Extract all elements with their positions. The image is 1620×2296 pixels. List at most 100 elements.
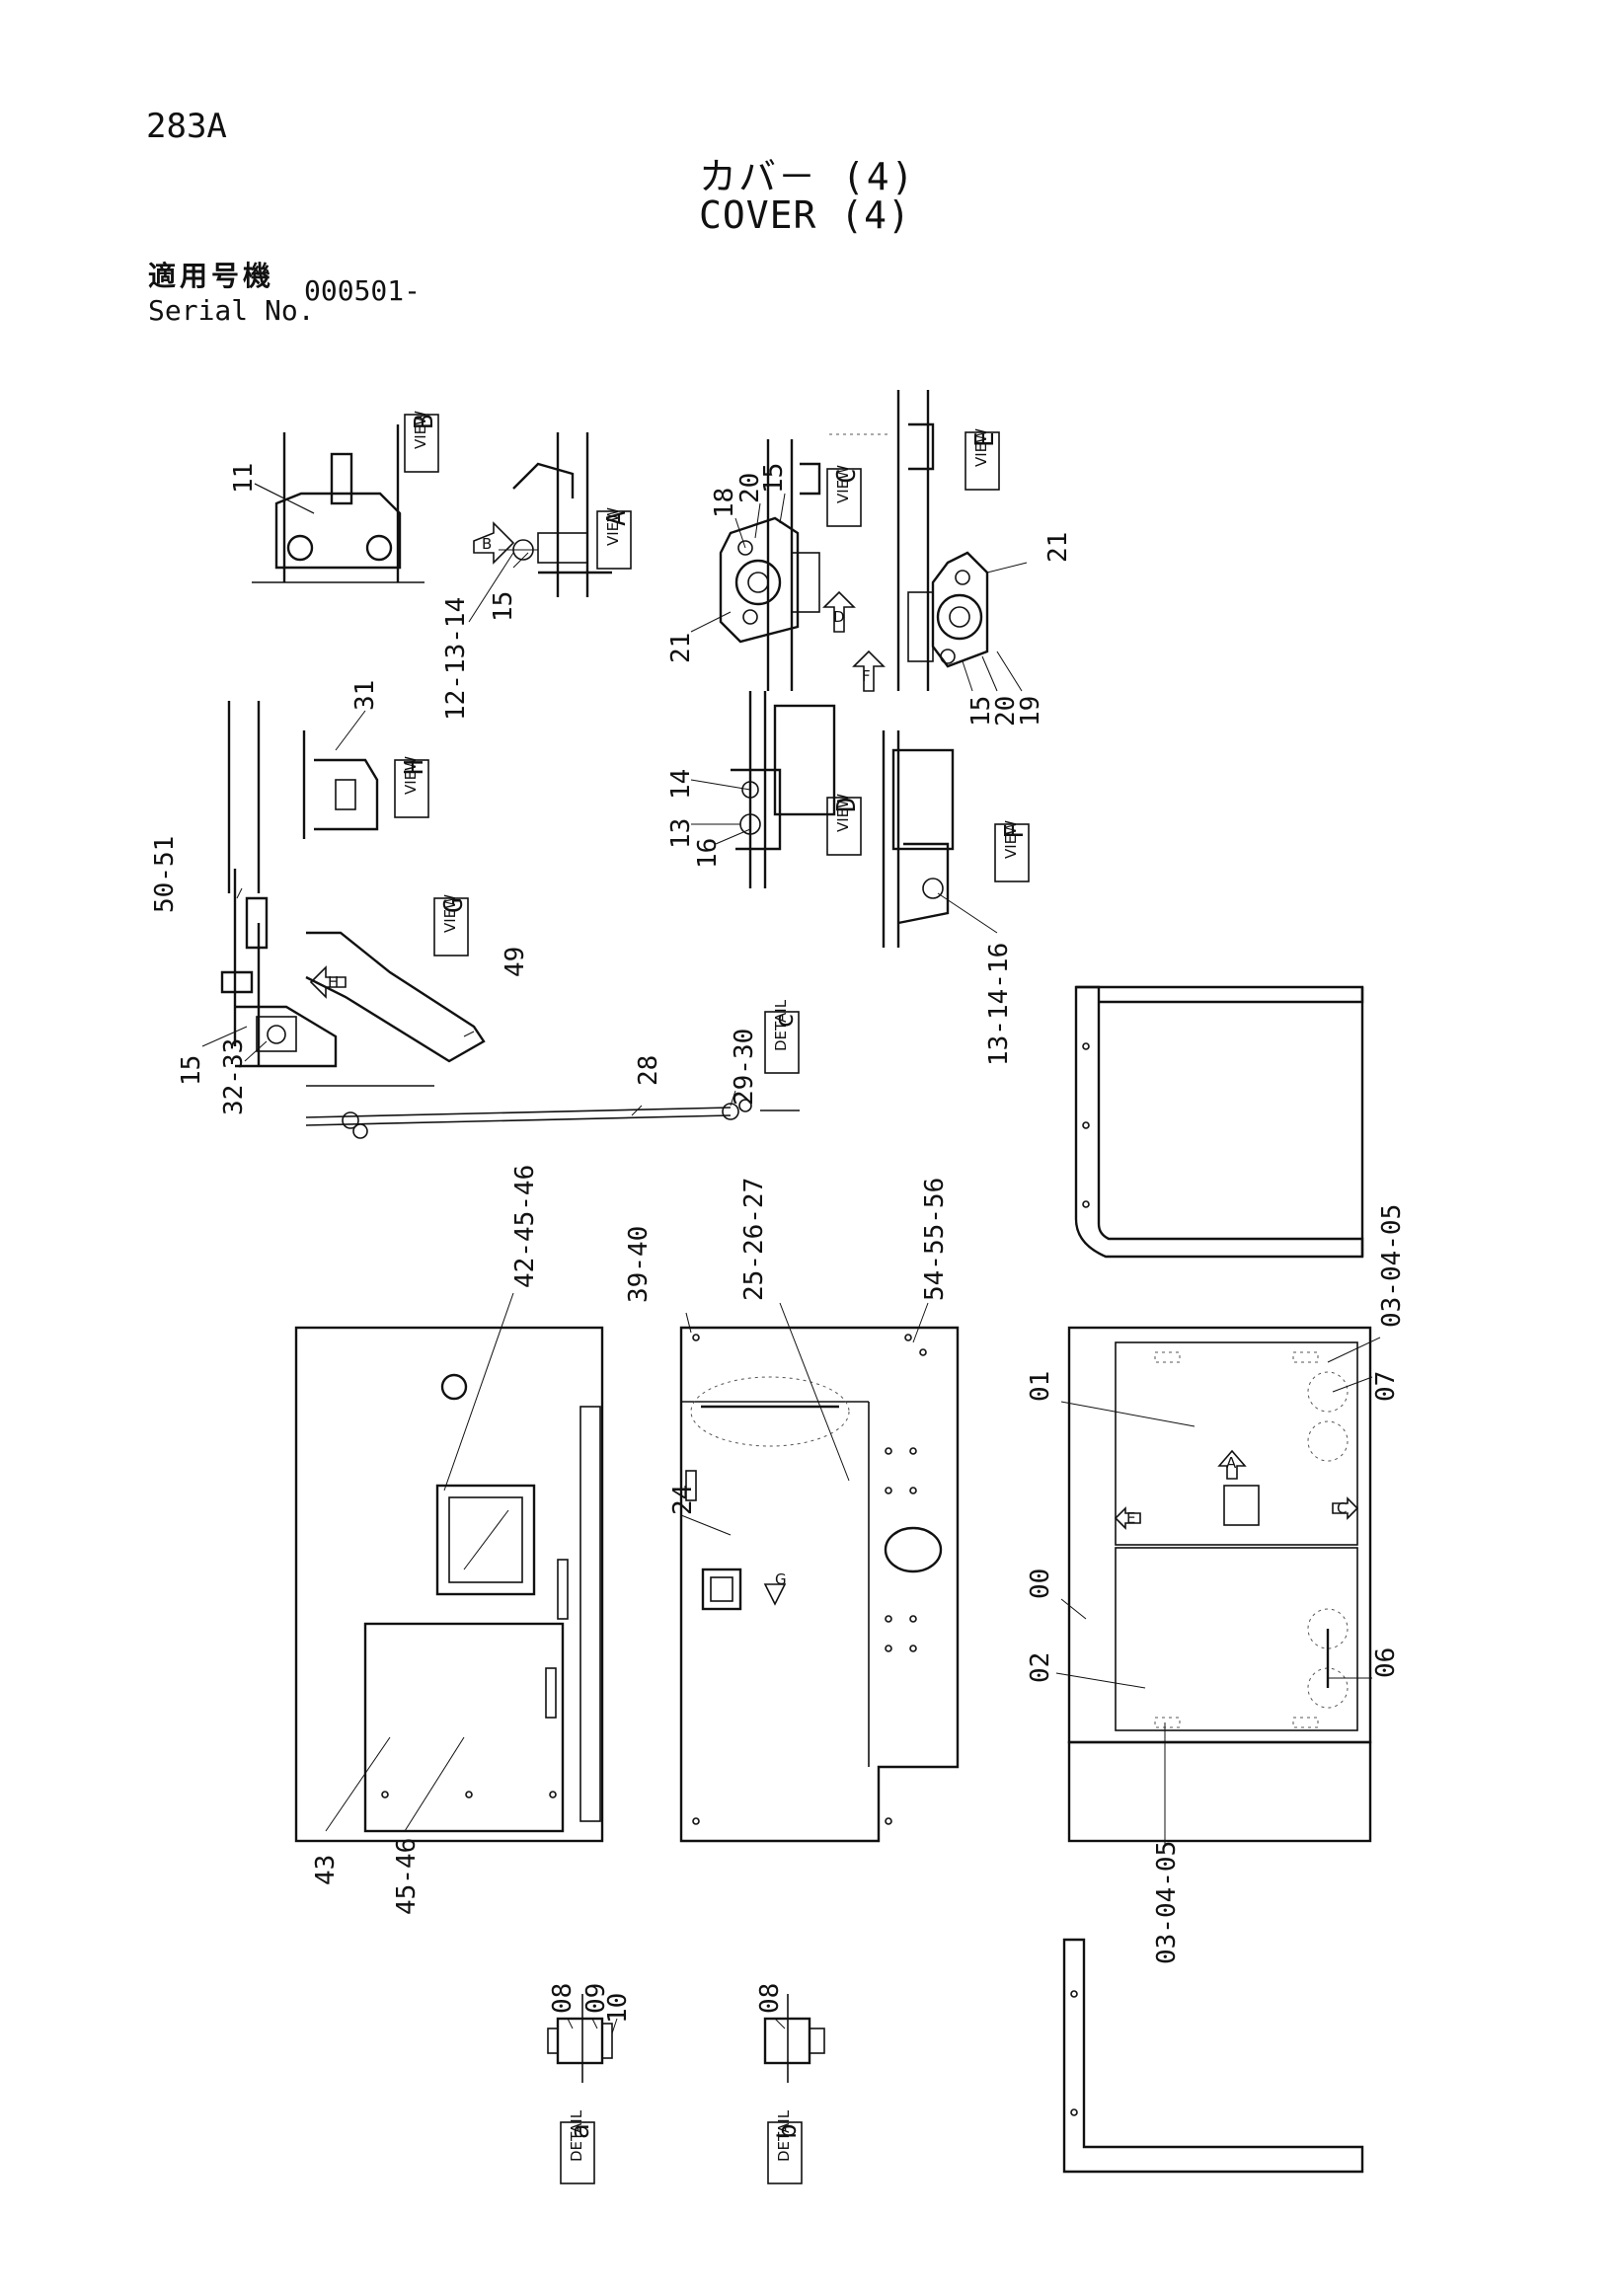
part-label-09: 09 [581,1983,611,2014]
arrow-e-icon [1114,1506,1141,1530]
part-label-12-13-14: 12-13-14 [441,597,471,721]
frame-bracket-top [1074,985,1364,1259]
detail-letter-a: a [566,2123,595,2139]
part-label-14: 14 [666,769,696,800]
view-letter-d: D [832,797,862,812]
part-label-43: 43 [311,1855,341,1885]
view-letter-g: G [439,897,469,913]
part-label-28: 28 [634,1055,663,1086]
svg-text:DETAIL: DETAIL [568,2109,585,2162]
arrow-d-letter: D [833,608,845,626]
leader-lines [201,483,1381,2034]
side-panel-left [294,1326,604,1843]
part-label-08-detail-a: 08 [548,1983,578,2014]
view-c-detail [719,433,888,691]
view-tag-f: VIEW F [994,820,1030,882]
arrow-c-icon [1332,1496,1359,1520]
arrow-d-icon [822,590,856,633]
view-tag-e: VIEW E [964,428,1000,491]
part-label-29-30: 29-30 [730,1029,759,1106]
view-letter-e: E [970,431,1000,447]
serial-label: Serial No. [148,294,315,327]
part-label-00: 00 [1026,1569,1055,1599]
svg-text:VIEW: VIEW [604,507,622,546]
part-label-42-45-46: 42-45-46 [510,1165,540,1288]
arrow-f-icon [852,650,886,692]
view-tag-g: VIEW G [433,894,469,957]
serial-label-japanese: 適用号機 [148,260,275,292]
detail-letter-c: c [770,1013,800,1029]
view-letter-h: H [400,759,429,775]
arrow-a-icon [1217,1449,1247,1480]
arrow-g-icon [763,1583,787,1606]
svg-text:VIEW: VIEW [834,465,852,503]
part-label-25-26-27: 25-26-27 [739,1178,769,1301]
view-a-detail [499,432,612,597]
part-label-45-46: 45-46 [392,1838,422,1915]
detail-tag-a: DETAIL a [560,2109,595,2184]
view-h-detail [227,701,379,893]
part-label-21-view-c: 21 [666,633,696,663]
view-letter-f: F [1000,823,1030,839]
arrow-b-letter: B [482,535,492,553]
part-label-15-view-g: 15 [177,1055,206,1086]
part-label-21-view-e: 21 [1043,532,1073,563]
detail-a-pin [547,1994,613,2083]
arrow-h-icon [309,965,347,999]
detail-b-pin [763,1994,825,2083]
part-label-03-04-05-bottom: 03-04-05 [1152,1841,1182,1964]
part-label-18: 18 [710,488,739,518]
view-tag-b: VIEW B [404,411,439,473]
view-tag-a: VIEW A [596,507,632,570]
arrow-c-letter: C [1337,1499,1347,1517]
part-label-06: 06 [1371,1647,1401,1678]
arrow-g-letter: G [775,1570,787,1588]
view-g-detail [220,869,486,1087]
detail-c-hinge-rod [305,1099,800,1139]
part-label-24: 24 [668,1485,698,1515]
part-label-11: 11 [229,463,259,494]
part-label-01: 01 [1026,1371,1055,1402]
part-label-15-view-e: 15 [966,696,996,727]
detail-tag-c: DETAIL c [764,999,800,1074]
view-letter-c: C [832,468,862,484]
svg-text:DETAIL: DETAIL [772,999,790,1051]
part-label-50-51: 50-51 [150,836,180,913]
view-tag-d: VIEW D [826,794,862,856]
serial-value: 000501- [304,274,422,307]
view-tag-c: VIEW C [826,465,862,527]
view-f-detail [882,730,955,948]
arrow-h-letter: H [328,973,339,991]
part-label-49: 49 [501,947,530,977]
part-label-20-view-c: 20 [735,473,765,503]
view-letter-a: A [602,510,632,526]
arrow-a-letter: A [1226,1454,1237,1472]
svg-text:VIEW: VIEW [402,756,420,795]
view-d-detail [731,691,836,888]
center-door-panel [679,1326,960,1843]
svg-text:VIEW: VIEW [834,794,852,832]
detail-letter-b: b [773,2123,803,2139]
svg-text:VIEW: VIEW [972,428,990,467]
part-label-20-view-e: 20 [991,696,1021,727]
part-label-07: 07 [1371,1371,1401,1402]
part-label-15-view-a: 15 [489,591,518,622]
part-label-13-14-16: 13-14-16 [984,943,1014,1066]
part-label-08-detail-b: 08 [755,1983,785,2014]
svg-text:VIEW: VIEW [412,411,429,449]
detail-tag-b: DETAIL b [767,2109,803,2184]
part-label-13: 13 [666,818,696,849]
part-label-16: 16 [693,838,723,869]
view-tag-h: VIEW H [394,756,429,818]
view-e-detail [896,390,989,691]
page-title: COVER (4) [699,193,911,237]
part-label-39-40: 39-40 [624,1226,654,1303]
part-label-02: 02 [1026,1652,1055,1683]
frame-bracket-bottom [1062,1938,1364,2174]
part-label-32-33: 32-33 [219,1038,249,1115]
page-number: 283A [146,107,227,146]
page-title-japanese: カバ－ (4) [699,155,916,198]
svg-text:VIEW: VIEW [441,894,459,933]
right-door-panel [1067,1326,1372,1843]
